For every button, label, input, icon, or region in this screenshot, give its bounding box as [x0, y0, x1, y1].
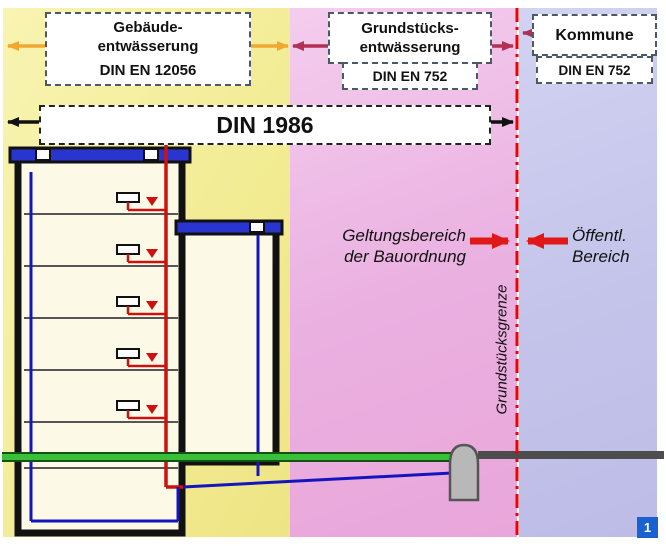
property-drainage-box: Grundstücks- entwässerung: [328, 12, 492, 64]
building-annex-walls: [178, 224, 280, 466]
annex-flat-roof: [174, 219, 284, 236]
blue-drain-pipes: [29, 172, 453, 523]
scope-annotation-line1: Geltungsbereich: [342, 226, 466, 245]
building-section: [8, 140, 453, 537]
municipality-standard-box: DIN EN 752: [536, 56, 653, 84]
public-area-line1: Öffentl.: [572, 226, 627, 245]
din1986-label: DIN 1986: [216, 111, 314, 138]
zone-municipality: [519, 8, 657, 537]
scope-annotation-line2: der Bauordnung: [344, 247, 466, 266]
roof-drain-icon: [249, 221, 265, 233]
property-boundary-label: Grundstücksgrenze: [493, 284, 511, 415]
public-area-annotation: Öffentl. Bereich: [572, 225, 660, 267]
zone-property-drainage: [290, 8, 517, 537]
building-drainage-box: Gebäude- entwässerung DIN EN 12056: [45, 12, 251, 86]
building-drainage-label-line1: Gebäude-: [113, 19, 183, 36]
red-stack-pipe: [164, 140, 183, 489]
inspection-chamber: [448, 443, 480, 502]
property-drainage-label-line1: Grundstücks-: [361, 20, 459, 37]
municipality-standard: DIN EN 752: [558, 62, 631, 78]
building-main-walls: [14, 151, 186, 537]
property-drainage-standard-box: DIN EN 752: [342, 62, 478, 90]
property-drainage-standard: DIN EN 752: [372, 67, 448, 84]
public-area-line2: Bereich: [572, 247, 630, 266]
building-drainage-standard: DIN EN 12056: [99, 62, 197, 79]
scope-annotation: Geltungsbereich der Bauordnung: [288, 225, 466, 267]
property-drainage-label-line2: entwässerung: [359, 39, 461, 56]
roof-drain-icon: [143, 148, 159, 161]
din1986-box: DIN 1986: [39, 105, 491, 145]
floor-slabs: [24, 213, 178, 469]
sanitary-fixtures: [116, 192, 165, 420]
municipality-label: Kommune: [555, 26, 634, 44]
page-number-badge: 1: [637, 517, 658, 538]
municipality-box: Kommune: [532, 14, 657, 56]
building-drainage-label-line2: entwässerung: [97, 38, 199, 55]
roof-drain-icon: [35, 148, 51, 161]
